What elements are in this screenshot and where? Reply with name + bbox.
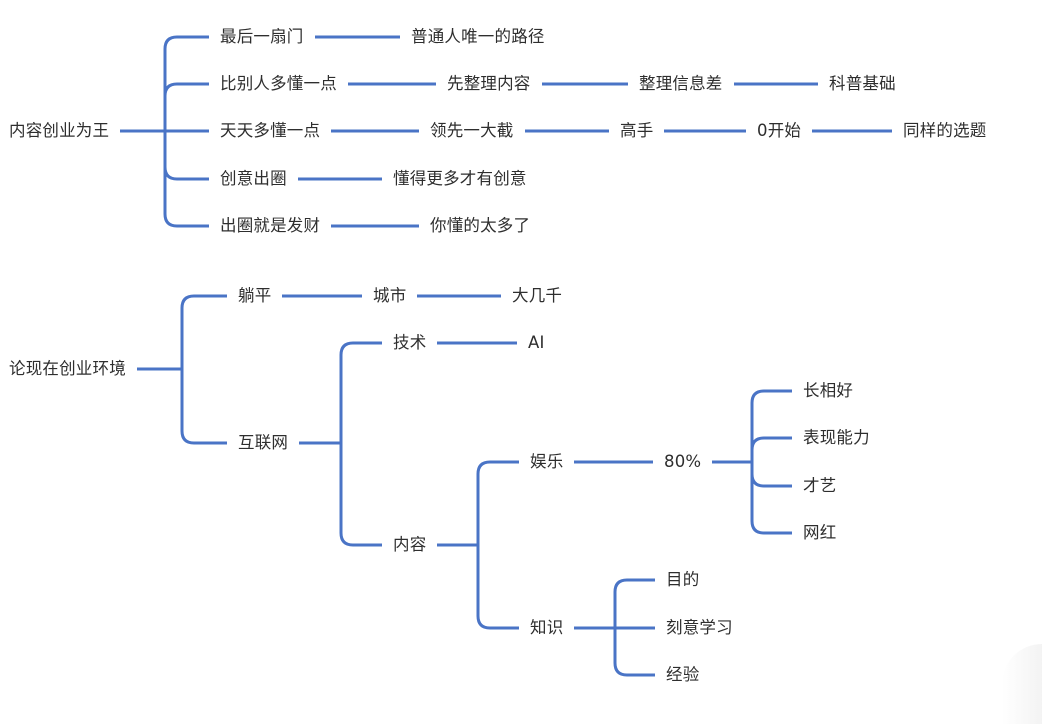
- topic-node[interactable]: 比别人多懂一点: [220, 74, 337, 93]
- connector-branch: [476, 460, 519, 545]
- topic-node[interactable]: 最后一扇门: [220, 27, 304, 46]
- connector-branch: [476, 545, 519, 630]
- topic-node[interactable]: 先整理内容: [447, 74, 531, 93]
- root-topic[interactable]: 内容创业为王: [9, 121, 110, 140]
- connector-branch: [750, 462, 792, 488]
- topic-node[interactable]: 技术: [393, 333, 427, 352]
- topic-node[interactable]: 创意出圈: [220, 169, 287, 188]
- topic-node[interactable]: 大几千: [512, 286, 563, 305]
- topic-node[interactable]: 你懂的太多了: [430, 216, 531, 235]
- topic-node[interactable]: 整理信息差: [639, 74, 723, 93]
- topic-node[interactable]: 刻意学习: [666, 618, 733, 637]
- topic-node[interactable]: 领先一大截: [430, 121, 514, 140]
- topic-node[interactable]: 懂得更多才有创意: [393, 169, 527, 188]
- topic-node[interactable]: 0开始: [757, 121, 802, 140]
- topic-node[interactable]: 才艺: [803, 476, 837, 495]
- connector-branch: [613, 578, 655, 628]
- topic-node[interactable]: 长相好: [803, 381, 854, 400]
- connector-branch: [339, 443, 382, 547]
- topic-node[interactable]: 躺平: [238, 286, 272, 305]
- connector-branch: [163, 131, 209, 181]
- topic-node[interactable]: 目的: [666, 570, 700, 589]
- topic-node[interactable]: 天天多懂一点: [220, 121, 321, 140]
- connector-branch: [180, 294, 227, 369]
- connector-branch: [750, 462, 792, 535]
- topic-node[interactable]: 出圈就是发财: [220, 216, 321, 235]
- topic-node[interactable]: 经验: [666, 665, 700, 684]
- connector-branch: [163, 82, 209, 131]
- topic-node[interactable]: 80%: [664, 452, 702, 471]
- topic-node[interactable]: 互联网: [238, 433, 289, 452]
- connector-branch: [339, 341, 382, 443]
- topic-node[interactable]: 知识: [530, 618, 564, 637]
- root-topic[interactable]: 论现在创业环境: [9, 359, 126, 378]
- connector-branch: [180, 369, 227, 445]
- topic-node[interactable]: 内容: [393, 535, 427, 554]
- topic-node[interactable]: 网红: [803, 523, 837, 542]
- topic-node[interactable]: 娱乐: [530, 452, 564, 471]
- topic-node[interactable]: AI: [528, 333, 545, 352]
- connector-branch: [750, 436, 792, 462]
- topic-node[interactable]: 高手: [620, 121, 654, 140]
- topic-node[interactable]: 普通人唯一的路径: [411, 27, 545, 46]
- topic-node[interactable]: 表现能力: [803, 428, 870, 447]
- connector-branch: [613, 628, 655, 677]
- topic-node[interactable]: 同样的选题: [903, 121, 987, 140]
- connector-branch: [163, 35, 209, 131]
- topic-node[interactable]: 科普基础: [829, 74, 896, 93]
- connector-branch: [750, 389, 792, 462]
- topic-node[interactable]: 城市: [373, 286, 407, 305]
- connector-branch: [163, 131, 209, 228]
